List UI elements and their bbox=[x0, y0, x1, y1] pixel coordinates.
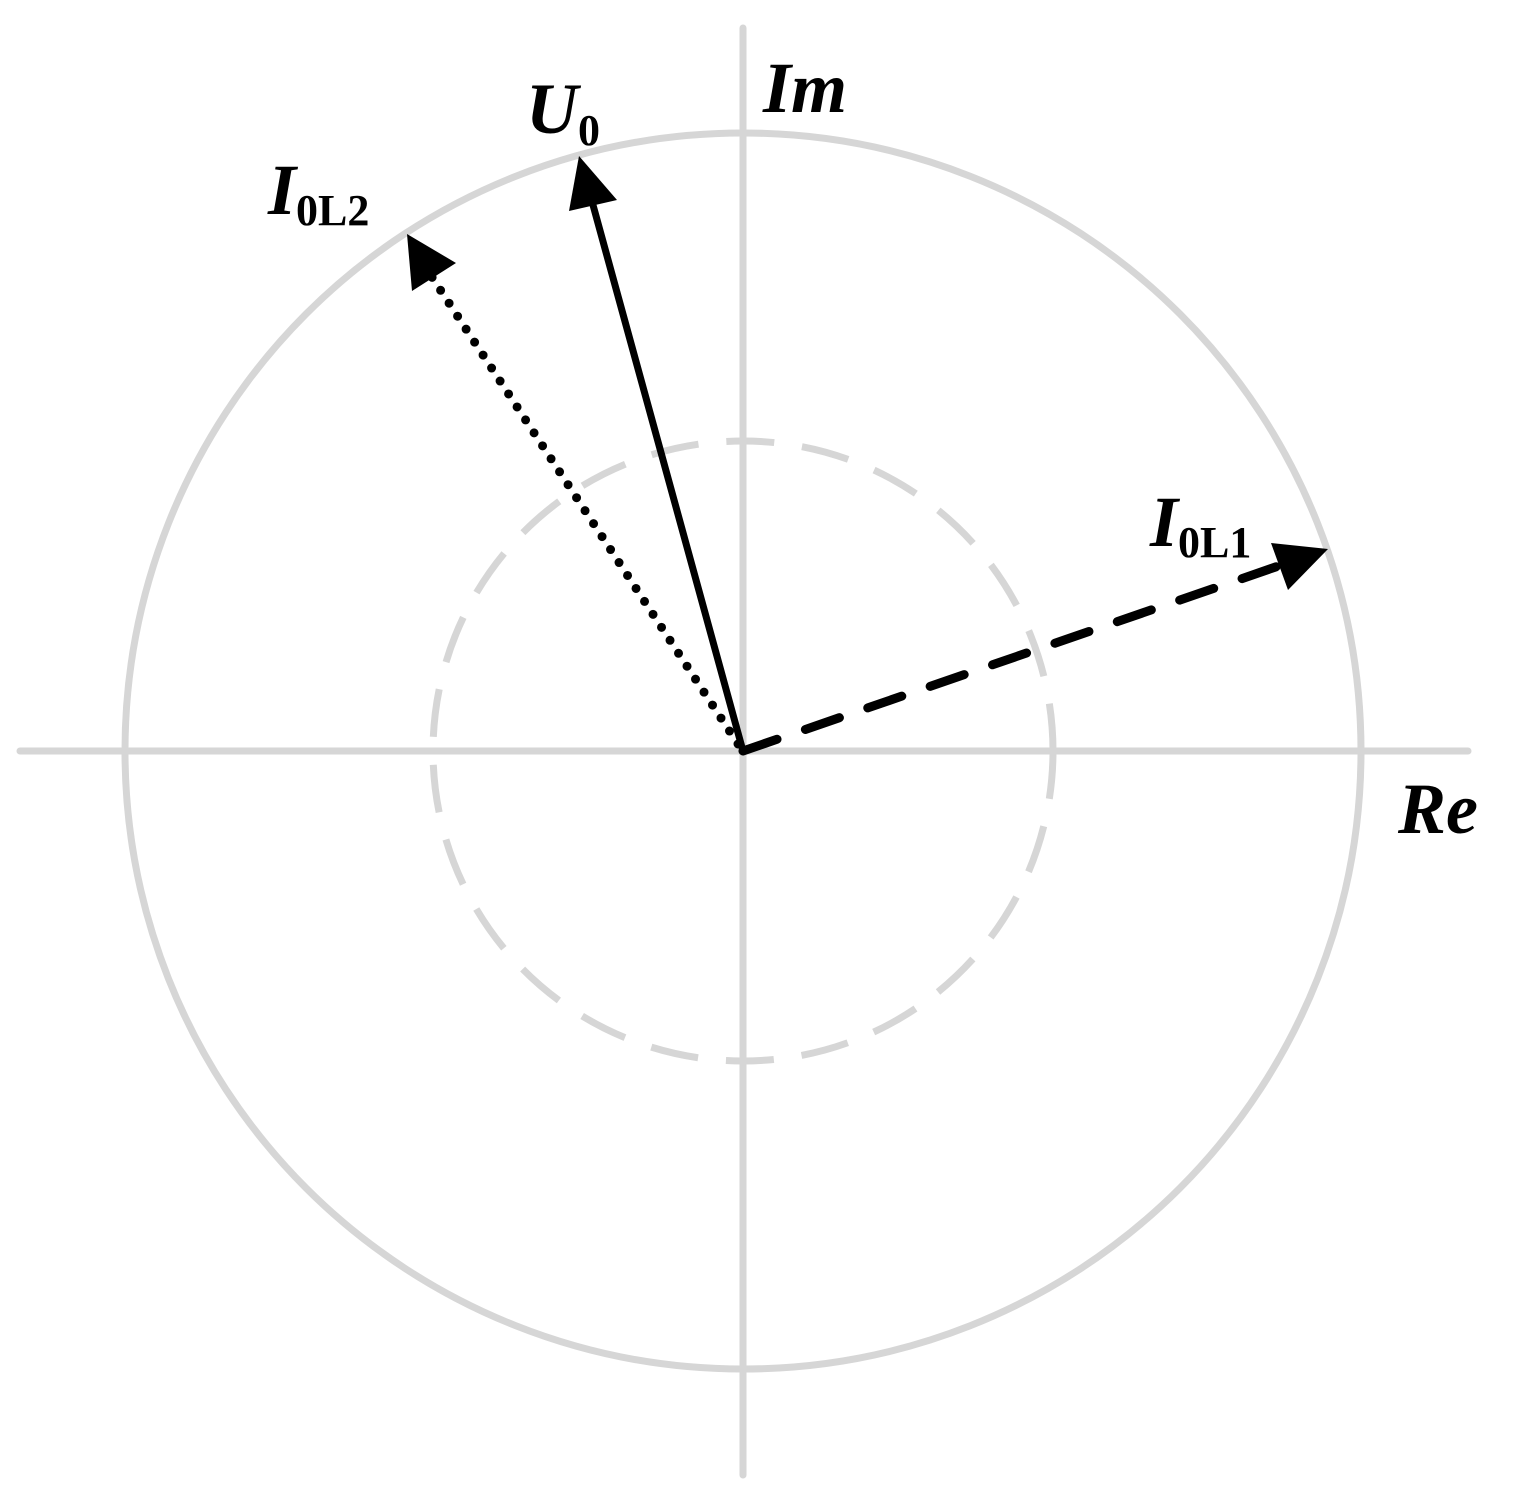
imaginary-axis-label: Im bbox=[762, 48, 847, 128]
vector-u0-label: U0 bbox=[526, 69, 600, 155]
vector-i0l2-line bbox=[421, 263, 743, 749]
vector-i0l2-label-sub: 0L2 bbox=[296, 186, 369, 235]
vector-i0l1-line bbox=[738, 557, 1295, 756]
vector-u0-arrowhead-icon bbox=[569, 156, 617, 211]
vector-i0l1-arrowhead-icon bbox=[1271, 543, 1328, 590]
vector-i0l1-label-sub: 0L1 bbox=[1178, 518, 1251, 567]
vector-u0-label-sub: 0 bbox=[578, 106, 600, 155]
vector-i0l1-label: I0L1 bbox=[1149, 482, 1251, 567]
real-axis-label: Re bbox=[1397, 769, 1478, 849]
vector-u0-line bbox=[589, 201, 747, 755]
vector-i0l2-label-main: I bbox=[267, 150, 299, 230]
vector-i0l1-label-main: I bbox=[1149, 482, 1181, 562]
vector-i0l2-label: I0L2 bbox=[267, 150, 369, 235]
vector-u0-label-main: U bbox=[526, 69, 582, 149]
vector-i0l2-arrowhead-icon bbox=[407, 234, 456, 291]
